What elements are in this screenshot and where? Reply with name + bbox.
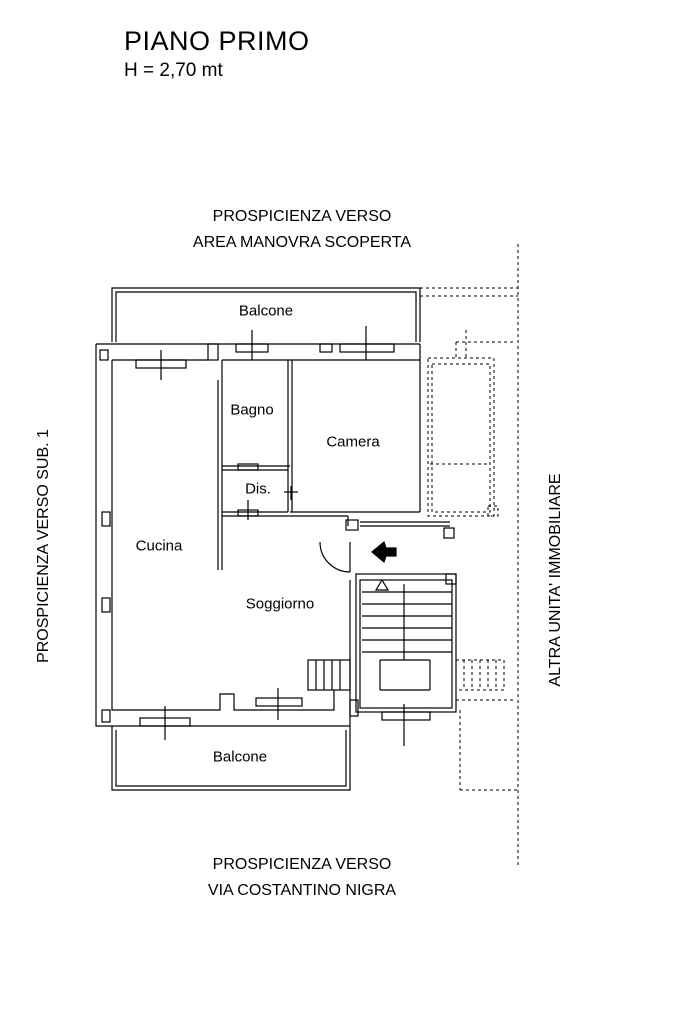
room-label-soggiorno: Soggiorno bbox=[245, 595, 315, 613]
entrance-door bbox=[319, 541, 351, 573]
ceiling-height-label: H = 2,70 mt bbox=[124, 60, 223, 81]
orientation-top-line2: AREA MANOVRA SCOPERTA bbox=[192, 234, 412, 251]
neighbour-unit-dashed bbox=[420, 244, 519, 866]
side-stairs-left bbox=[307, 659, 351, 691]
wall-markers bbox=[99, 343, 457, 723]
orientation-top: PROSPICIENZA VERSO AREA MANOVRA SCOPERTA bbox=[152, 204, 452, 256]
room-label-dis: Dis. bbox=[245, 480, 271, 498]
windows bbox=[135, 326, 431, 746]
balcony-bottom-outline bbox=[111, 726, 351, 791]
room-label-bagno: Bagno bbox=[230, 401, 274, 419]
plan-title: PIANO PRIMO bbox=[124, 26, 310, 56]
room-label-balcone-top: Balcone bbox=[238, 302, 294, 320]
orientation-bottom-line1: PROSPICIENZA VERSO bbox=[212, 856, 392, 873]
orientation-bottom: PROSPICIENZA VERSO VIA COSTANTINO NIGRA bbox=[152, 852, 452, 904]
orientation-bottom-line2: VIA COSTANTINO NIGRA bbox=[207, 882, 397, 899]
room-label-camera: Camera bbox=[326, 433, 380, 451]
interior-walls bbox=[217, 360, 450, 570]
orientation-top-line1: PROSPICIENZA VERSO bbox=[212, 208, 392, 225]
balcony-top-outline bbox=[111, 287, 421, 342]
room-label-balcone-bottom: Balcone bbox=[212, 748, 268, 766]
staircase bbox=[355, 573, 457, 713]
entrance-arrow-icon bbox=[371, 540, 397, 564]
room-label-cucina: Cucina bbox=[135, 537, 183, 555]
